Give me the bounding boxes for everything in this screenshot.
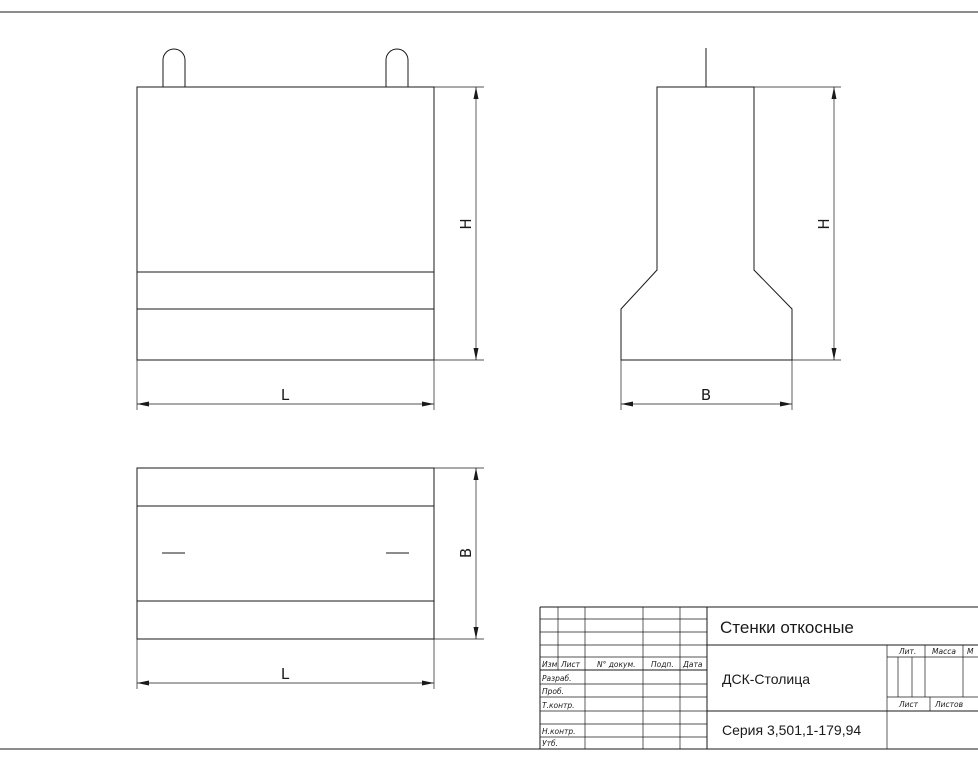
header-sign: Подп. [651,660,674,669]
plan-length-dimension: L [136,639,435,689]
front-length-dimension: L [136,360,435,410]
title-block: Изм Лист N° докум. Подп. Дата Разраб. Пр… [539,606,978,749]
role-norm-control: Н.контр. [542,727,576,736]
role-developed: Разраб. [542,674,571,683]
plan-view: B L [136,467,484,689]
plan-length-label: L [281,665,290,683]
stage-lit: Лит. [898,647,916,656]
plan-width-label: B [457,548,475,558]
side-width-dimension: B [620,360,793,410]
header-izm: Изм [542,660,558,669]
side-width-label: B [701,386,711,404]
role-checked: Проб. [542,687,564,696]
role-approved: Утб. [542,739,558,748]
stage-mass: Масса [932,647,956,656]
plan-body [136,467,435,640]
sheet-label: Лист [898,700,919,709]
header-date: Дата [682,660,703,669]
side-view: H B [620,48,841,410]
side-height-label: H [815,218,833,229]
lifting-loop-right [385,48,409,87]
lifting-loop-left [162,48,186,87]
side-height-dimension: H [754,86,841,361]
drawing-title: Стенки откосные [720,618,854,637]
front-height-label: H [457,218,475,229]
front-length-label: L [281,386,290,404]
front-height-dimension: H [434,86,484,361]
front-body [136,86,435,361]
front-view: H L [136,48,484,410]
header-doc-no: N° докум. [597,660,636,669]
stage-scale: М [967,647,974,656]
organization-name: ДСК-Столица [722,671,810,687]
role-tech-control: Т.контр. [542,701,575,710]
sheets-label: Листов [934,700,963,709]
plan-width-dimension: B [434,467,484,640]
series-number: Серия 3,501,1-179,94 [722,722,861,738]
header-list: Лист [560,660,581,669]
